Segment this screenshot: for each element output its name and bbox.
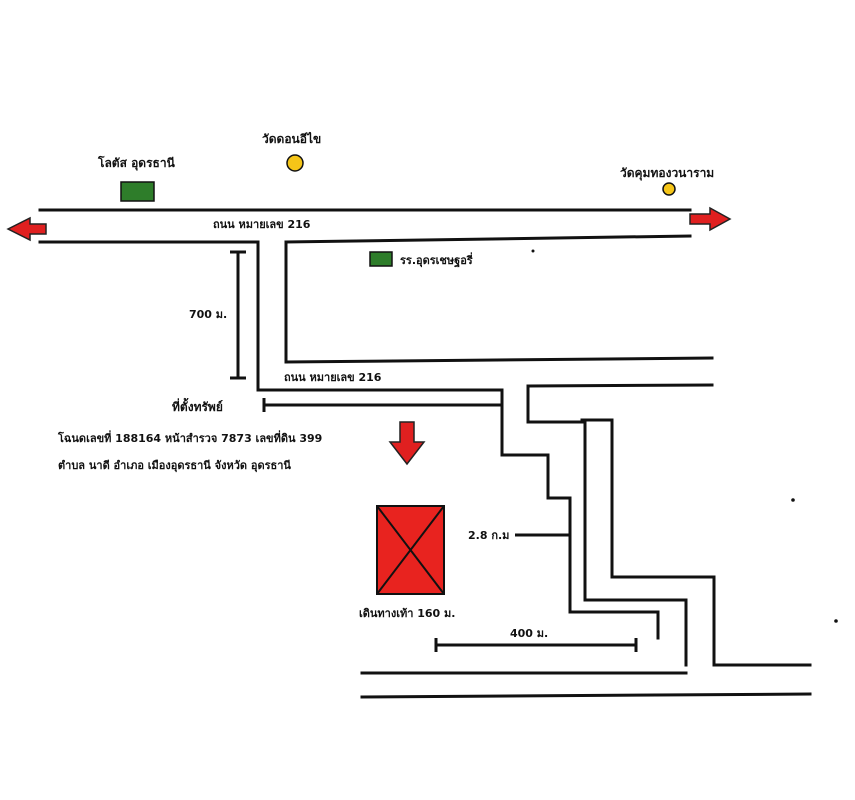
- lower-road-label: ถนน หมายเลข 216: [284, 371, 382, 384]
- down-direction-arrow: [388, 421, 426, 466]
- speck: [791, 498, 795, 502]
- wat-don-ichai-marker: [286, 154, 304, 172]
- main-road-label: ถนน หมายเลข 216: [213, 218, 311, 231]
- left-direction-arrow: [6, 216, 47, 242]
- speck: [834, 619, 838, 623]
- lotus-marker: [120, 181, 155, 202]
- distance-2-8km-label: 2.8 ก.ม: [468, 529, 509, 542]
- wat-khum-thong-label: วัดคุมทองวนาราม: [620, 166, 714, 181]
- distance-400m-label: 400 ม.: [510, 627, 548, 640]
- winding-road: [500, 384, 812, 667]
- school-label: รร.อุดรเชษฐอรี่: [400, 252, 473, 268]
- distance-700m-label: 700 ม.: [189, 308, 227, 321]
- right-direction-arrow: [689, 206, 732, 232]
- side-road: [256, 240, 714, 392]
- wat-don-ichai-label: วัดดอนอีไข: [262, 131, 321, 146]
- speck: [531, 249, 535, 253]
- main-road: [38, 208, 692, 244]
- dimension-400m: [434, 638, 638, 652]
- school-marker: [369, 251, 393, 267]
- property-deed: โฉนดเลขที่ 188164 หน้าสำรวจ 7873 เลขที่ด…: [57, 430, 322, 445]
- walk-distance-label: เดินทางเท้า 160 ม.: [359, 607, 455, 620]
- bottom-road: [360, 671, 812, 699]
- wat-khum-thong-marker: [662, 182, 676, 196]
- property-pointer: [262, 398, 502, 412]
- dimension-700m: [230, 250, 246, 380]
- property-title: ที่ตั้งทรัพย์: [172, 397, 223, 414]
- property-marker: [376, 505, 445, 595]
- property-address: ตำบล นาดี อำเภอ เมืองอุดรธานี จังหวัด อุ…: [58, 459, 291, 473]
- lotus-label: โลตัส อุดรธานี: [97, 155, 176, 171]
